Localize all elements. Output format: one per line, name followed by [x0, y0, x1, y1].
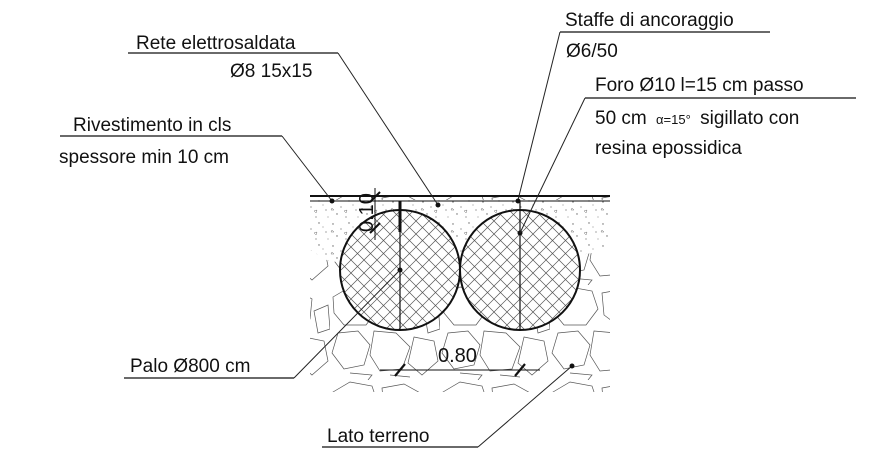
- lining-top-surface: [310, 195, 610, 202]
- anchor-bars: [398, 201, 521, 330]
- rete-label-line2: Ø8 15x15: [230, 61, 312, 82]
- staffe-label-line2: Ø6/50: [566, 41, 618, 62]
- foro-label-line3: resina epossidica: [595, 138, 742, 159]
- staffe-label-line1: Staffe di ancoraggio: [565, 10, 734, 31]
- svg-text:50 cm α=15° sigill: 50 cm α=15° sigillato con: [595, 108, 799, 129]
- thickness-dimension-text: 0.10: [356, 193, 378, 232]
- foro-label-line1: Foro Ø10 l=15 cm passo: [595, 75, 804, 96]
- foro-label-alpha: α=15°: [656, 112, 691, 127]
- label-rivestimento: Rivestimento in cls spessore min 10 cm: [59, 115, 335, 204]
- rete-label-line1: Rete elettrosaldata: [136, 33, 296, 54]
- spacing-dimension-text: 0.80: [438, 345, 477, 367]
- rivestimento-label-line1: Rivestimento in cls: [73, 115, 231, 136]
- label-staffe: Staffe di ancoraggio Ø6/50: [515, 10, 770, 204]
- foro-label-line2-a: 50 cm: [595, 108, 647, 129]
- thickness-dimension: 0.10: [356, 188, 381, 240]
- rivestimento-label-line2: spessore min 10 cm: [59, 147, 229, 168]
- spacing-dimension: 0.80: [380, 345, 540, 377]
- label-rete: Rete elettrosaldata Ø8 15x15: [128, 33, 441, 208]
- label-palo: Palo Ø800 cm: [124, 269, 401, 379]
- foro-label-line2-b: sigillato con: [700, 108, 799, 129]
- label-lato: Lato terreno: [322, 363, 575, 448]
- palo-label: Palo Ø800 cm: [130, 356, 250, 377]
- label-foro: Foro Ø10 l=15 cm passo 50 cm α=15° sigil…: [519, 75, 856, 234]
- lato-label: Lato terreno: [327, 426, 429, 447]
